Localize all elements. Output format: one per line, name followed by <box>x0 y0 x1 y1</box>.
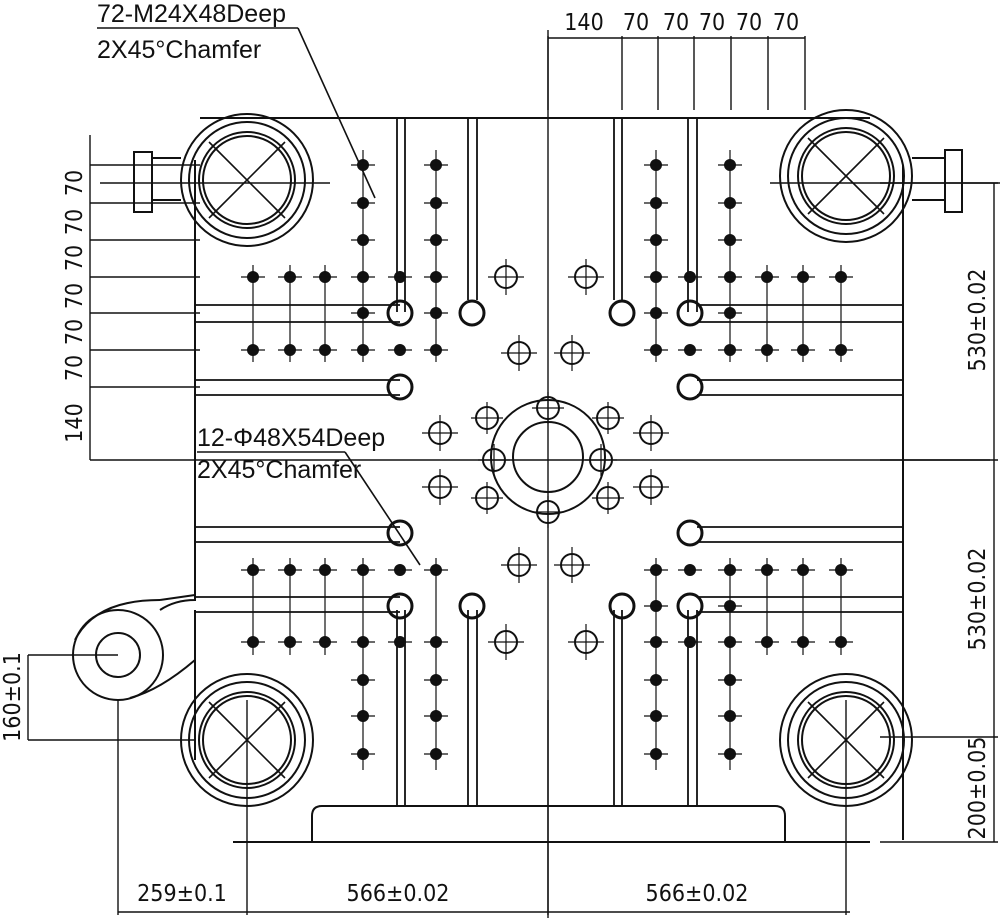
cross-line <box>807 137 885 215</box>
bore-hole <box>386 519 414 547</box>
bore-callout-chamfer: 2X45°Chamfer <box>197 456 361 484</box>
left-dim-label: 70 <box>62 283 88 309</box>
tie-bar-boss-outer <box>779 109 913 243</box>
platen-geometry <box>72 30 1000 918</box>
tie-bar-bore-inner <box>801 131 891 221</box>
bore-hole <box>608 299 636 327</box>
dimension-lines <box>27 27 998 915</box>
lug-right-cap <box>944 149 963 213</box>
tie-bar-bore <box>797 127 895 225</box>
thread-callout-spec: 72-M24X48Deep <box>97 0 286 28</box>
left-dim-label: 140 <box>62 403 88 443</box>
bottom-dim-label: 566±0.02 <box>347 881 450 907</box>
top-dim-label: 70 <box>623 10 649 36</box>
tie-bar-boss-outer <box>180 113 314 247</box>
bore-hole <box>676 373 704 401</box>
bottom-dim-label: 259±0.1 <box>137 881 227 907</box>
tie-bar-boss <box>188 121 306 239</box>
bore-hole <box>676 592 704 620</box>
tie-bar-bore <box>198 131 296 229</box>
leader <box>344 451 421 566</box>
right-dim-label: 200±0.05 <box>965 737 991 840</box>
top-dim-label: 70 <box>736 10 762 36</box>
left-dim-label: 70 <box>62 319 88 345</box>
tie-bar-bore-inner <box>202 135 292 225</box>
lug-left-cap <box>133 151 153 213</box>
lug-right-top <box>912 157 946 201</box>
tie-bar-boss <box>787 117 905 235</box>
top-dim-label: 70 <box>699 10 725 36</box>
top-dim-label: 70 <box>773 10 799 36</box>
right-dim-label: 530±0.02 <box>965 269 991 372</box>
bore-hole <box>386 299 414 327</box>
left-dim-label: 70 <box>62 209 88 235</box>
cross-line <box>208 141 286 219</box>
thread-callout-chamfer: 2X45°Chamfer <box>97 36 261 64</box>
leader <box>297 27 376 199</box>
bore-hole <box>458 299 486 327</box>
bore-hole <box>608 592 636 620</box>
ear-connect <box>74 599 196 699</box>
left-dim-label: 70 <box>62 170 88 196</box>
bore-hole <box>458 592 486 620</box>
left-lower-dim-label: 160±0.1 <box>0 652 26 742</box>
bore-hole <box>676 299 704 327</box>
bottom-dim-label: 566±0.02 <box>646 881 749 907</box>
top-dim-label: 70 <box>663 10 689 36</box>
top-dim-label: 140 <box>564 10 604 36</box>
right-dim-label: 530±0.02 <box>965 548 991 651</box>
bore-hole <box>386 373 414 401</box>
bore-callout-spec: 12-Φ48X54Deep <box>197 424 385 452</box>
bore-hole <box>676 519 704 547</box>
plate-left-edge <box>159 220 196 750</box>
left-dim-label: 70 <box>62 245 88 271</box>
left-dim-label: 70 <box>62 355 88 381</box>
bore-hole <box>386 592 414 620</box>
